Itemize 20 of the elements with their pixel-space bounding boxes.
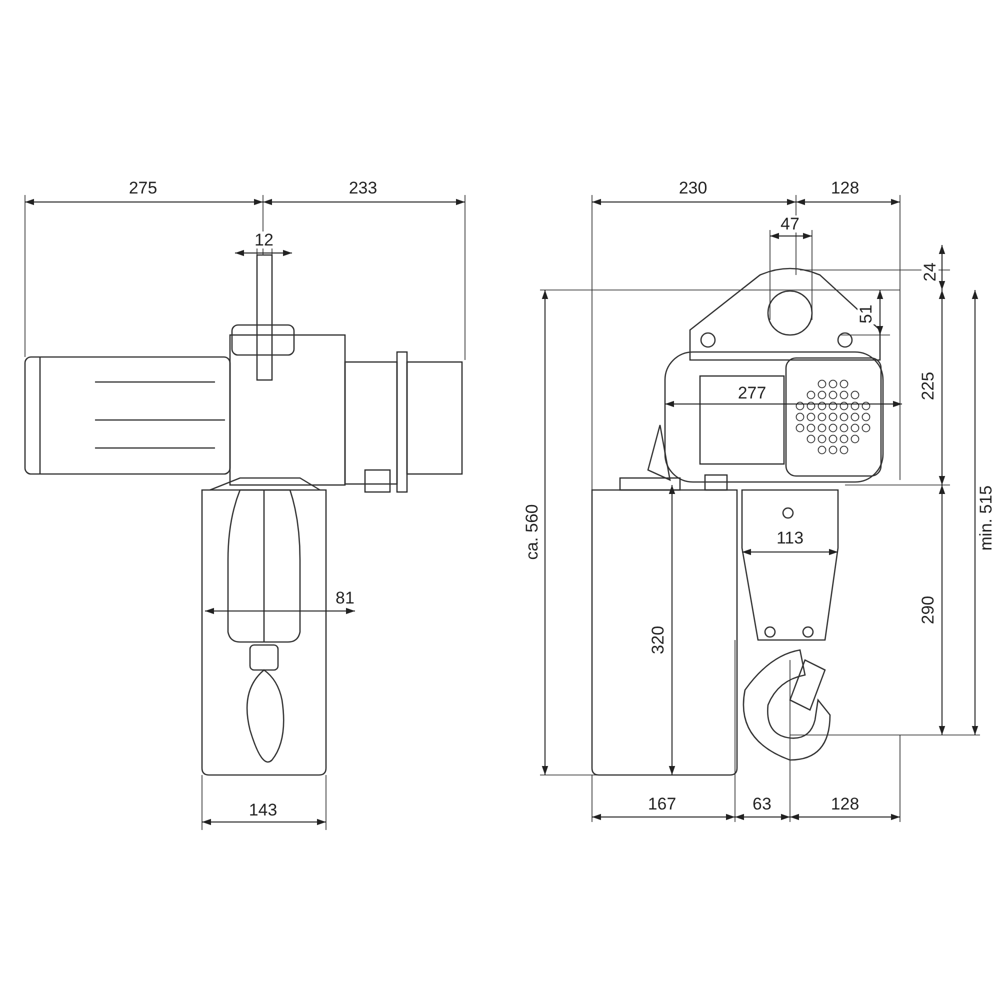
dimension-label: 128 — [830, 180, 860, 196]
dimension-label: 12 — [254, 232, 274, 248]
dimension-label: 320 — [650, 624, 666, 656]
dimension-label: 128 — [830, 796, 860, 812]
dimension-label: 113 — [775, 530, 805, 546]
dimension-label: 47 — [780, 216, 800, 232]
dimension-label: min. 515 — [978, 484, 994, 552]
dimension-label: 167 — [646, 796, 678, 812]
dimension-label: 225 — [920, 370, 936, 402]
dimension-label: 277 — [736, 384, 768, 402]
dimension-label: 233 — [348, 180, 378, 196]
dimension-label: 230 — [678, 180, 708, 196]
dimension-label: 143 — [248, 802, 278, 818]
dimension-label: 51 — [858, 304, 874, 324]
dimension-label: ca. 560 — [524, 503, 540, 561]
dimension-label: 81 — [334, 590, 356, 606]
dimension-label: 290 — [920, 594, 936, 626]
dimension-label: 63 — [752, 796, 772, 812]
dimension-label: 24 — [922, 262, 938, 282]
dimension-label: 275 — [128, 180, 158, 196]
